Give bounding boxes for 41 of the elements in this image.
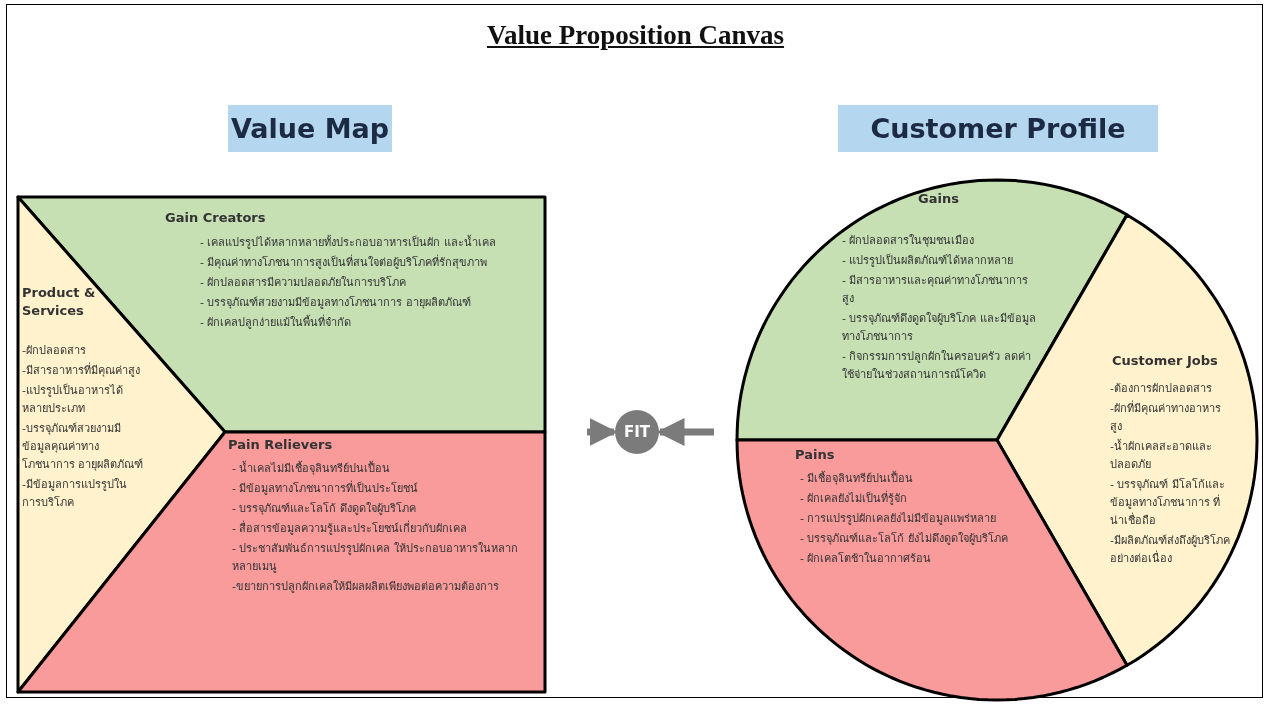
list-item: -มีข้อมูลการแปรรูปในการบริโภค bbox=[22, 477, 128, 511]
list-item: - น้ำเคลไม่มีเชื้อจุลินทรีย์ปนเปื้อน bbox=[232, 460, 392, 477]
list-item: - ผักเคลโตช้าในอากาศร้อน bbox=[800, 551, 933, 567]
list-item: - กิจกรรมการปลูกผักในครอบครัว ลดค่าใช้จ่ายในช่วงสถานการณ์โควิด bbox=[842, 349, 1032, 383]
list-item: -ผักที่มีคุณค่าทางอาหารสูง bbox=[1110, 400, 1222, 435]
section-heading: Product & Services bbox=[22, 284, 97, 320]
list-item: - ผักเคลยังไม่เป็นที่รู้จัก bbox=[800, 490, 909, 507]
list-item: - ผักเคลปลูกง่ายแม้ในพื้นที่จำกัด bbox=[200, 314, 353, 331]
fit-circle: FIT bbox=[615, 410, 659, 454]
list-item: - มีข้อมูลทางโภชนาการที่เป็นประโยชน์ bbox=[232, 480, 420, 497]
section-heading: Gain Creators bbox=[165, 209, 266, 227]
list-item: - เคลแปรรูปได้หลากหลายทั้งประกอบอาหารเป็นผัก และน้ำเคล bbox=[200, 234, 497, 251]
list-item: - การแปรรูปผักเคลยังไม่มีข้อมูลแพร่หลาย bbox=[800, 511, 998, 527]
list-item: - ประชาสัมพันธ์การแปรรูปผักเคล ให้ประกอบอาหารในหลากหลายเมนู bbox=[232, 541, 519, 575]
list-item: -บรรจุภัณฑ์สวยงามมีข้อมูลคุณค่าทางโภชนาการ อายุผลิตภัณฑ์ bbox=[22, 421, 144, 473]
list-item: - มีสารอาหารและคุณค่าทางโภชนาการสูง bbox=[842, 273, 1030, 307]
list-item: -แปรรูปเป็นอาหารได้หลายประเภท bbox=[22, 382, 124, 417]
list-item: - บรรจุภัณฑ์และโลโก้ ยังไม่ดึงดูดใจผู้บริโภค bbox=[800, 531, 1009, 547]
section-heading: Gains bbox=[918, 190, 959, 208]
list-item: - สื่อสารข้อมูลความรู้และประโยชน์เกี่ยวกับผักเคล bbox=[232, 520, 469, 537]
list-item: -ผักปลอดสาร bbox=[22, 343, 87, 359]
list-item: - แปรรูปเป็นผลิตภัณฑ์ได้หลากหลาย bbox=[842, 252, 1015, 269]
list-item: - บรรจุภัณฑ์ มีโลโก้และข้อมูลทางโภชนาการ ที่น่าเชื่อถือ bbox=[1110, 477, 1226, 529]
list-item: - ผักปลอดสารมีความปลอดภัยในการบริโภค bbox=[200, 275, 408, 291]
list-item: - บรรจุภัณฑ์ดึงดูดใจผู้บริโภค และมีข้อมูลทางโภชนาการ bbox=[842, 311, 1037, 345]
list-item: - มีคุณค่าทางโภชนาการสูงเป็นที่สนใจต่อผู้บริโภคที่รักสุขภาพ bbox=[200, 254, 489, 271]
section-heading: Pain Relievers bbox=[228, 436, 333, 454]
title: Value Proposition Canvas bbox=[486, 20, 785, 50]
list-item: -มีสารอาหารที่มีคุณค่าสูง bbox=[22, 362, 141, 379]
section-heading: Customer Jobs bbox=[1112, 352, 1218, 370]
list-item: - บรรจุภัณฑ์และโลโก้ ดึงดูดใจผู้บริโภค bbox=[232, 501, 417, 517]
list-item: - มีเชื้อจุลินทรีย์ปนเปื้อน bbox=[800, 470, 915, 487]
list-item: - ผักปลอดสารในชุมชนเมือง bbox=[842, 233, 976, 249]
section-heading: Pains bbox=[795, 446, 835, 464]
list-item: - บรรจุภัณฑ์สวยงามมีข้อมูลทางโภชนาการ อายุผลิตภัณฑ์ bbox=[200, 295, 472, 311]
heading-banner: Customer Profile bbox=[838, 105, 1158, 152]
list-item: -น้ำผักเคลสะอาดและปลอดภัย bbox=[1110, 438, 1213, 473]
list-item: -ต้องการผักปลอดสาร bbox=[1110, 381, 1213, 397]
list-item: -มีผลิตภัณฑ์ส่งถึงผู้บริโภคอย่างต่อเนื่อง bbox=[1110, 533, 1231, 567]
list-item: -ขยายการปลูกผักเคลให้มีผลผลิตเพียงพอต่อความต้องการ bbox=[232, 579, 500, 595]
heading-banner: Value Map bbox=[228, 105, 392, 152]
